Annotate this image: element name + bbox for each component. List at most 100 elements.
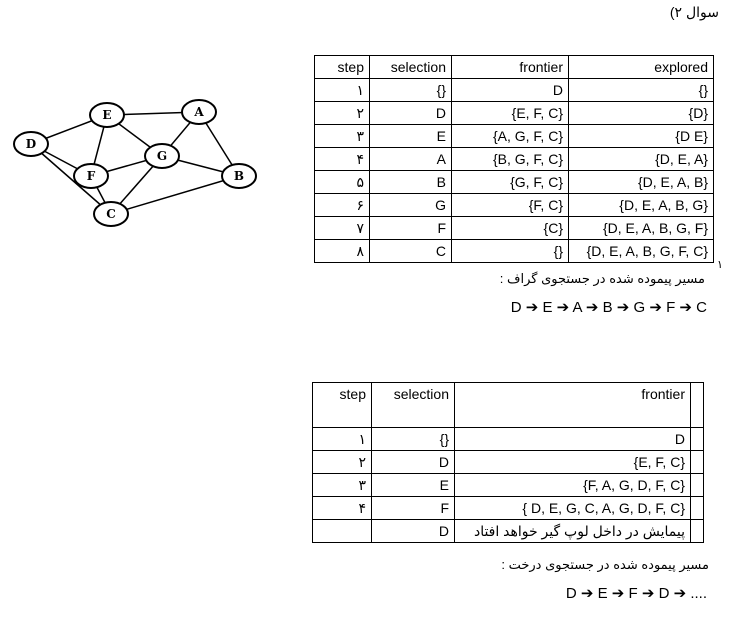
cell-loop-note: پیمایش در داخل لوپ گیر خواهد افتاد [454,519,691,543]
cell-explored: {} [568,78,714,102]
empty-column-cell [690,519,704,543]
cell-step [312,519,372,543]
table-header-row: step selection frontier explored [314,55,714,79]
cell-frontier: {E, F, C} [451,101,569,125]
header-step: step [314,55,370,79]
cell-explored: {D, E, A, B, G, F} [568,216,714,240]
table-row: ۱ {} D {} [314,78,714,102]
cell-frontier: {F, C} [451,193,569,217]
cell-selection: D [371,519,455,543]
cell-frontier: D [451,78,569,102]
tree-search-path: D ➔ E ➔ F ➔ D ➔ .... [565,585,707,602]
graph-search-caption: مسیر پیموده شده در جستجوی گراف : [499,271,705,286]
table-row: ۳ E {A, G, F, C} {D E} [314,124,714,148]
table-row: ۵ B {G, F, C} {D, E, A, B} [314,170,714,194]
cell-explored: {D, E, A} [568,147,714,171]
cell-step: ۲ [314,101,370,125]
node-a-circle [181,99,217,125]
cell-frontier: {F, A, G, D, F, C} [454,473,691,497]
node-label-d: D [26,137,36,151]
cell-selection: G [369,193,452,217]
graph-diagram: A B C D E F G [13,99,257,227]
question-heading: سوال ۲) [669,4,719,20]
header-frontier: frontier [451,55,569,79]
empty-column-cell [690,382,704,428]
node-label-g: G [157,149,167,163]
cell-step: ۳ [314,124,370,148]
graph-search-path: D ➔ E ➔ A ➔ B ➔ G ➔ F ➔ C [510,299,707,316]
cell-selection: E [369,124,452,148]
cell-selection: {} [371,427,455,451]
empty-column-cell [690,496,704,520]
cell-frontier: {G, F, C} [451,170,569,194]
table-header-row: step selection frontier [312,382,704,428]
table-row: ۴ F { D, E, G, C, A, G, D, F, C} [312,496,704,520]
node-e-circle [89,102,125,128]
header-selection: selection [369,55,452,79]
node-label-c: C [106,207,116,221]
cell-step: ۶ [314,193,370,217]
cell-frontier: {E, F, C} [454,450,691,474]
node-b-circle [221,163,257,189]
cell-selection: C [369,239,452,263]
table-row: ۷ F {C} {D, E, A, B, G, F} [314,216,714,240]
node-f-circle [73,163,109,189]
cell-selection: A [369,147,452,171]
table-row: ۸ C {} {D, E, A, B, G, F, C} [314,239,714,263]
node-label-e: E [102,108,111,122]
node-c-circle [93,201,129,227]
cell-selection: D [371,450,455,474]
tree-search-caption: مسیر پیموده شده در جستجوی درخت : [501,557,709,572]
cell-explored: {D, E, A, B, G} [568,193,714,217]
cell-step: ۱ [314,78,370,102]
empty-column-cell [690,450,704,474]
cell-selection: E [371,473,455,497]
cell-step: ۴ [312,496,372,520]
header-explored: explored [568,55,714,79]
cell-selection: B [369,170,452,194]
node-label-a: A [193,105,204,119]
cell-explored: {D E} [568,124,714,148]
header-frontier: frontier [454,382,691,428]
footnote-mark: ۱ [717,259,723,271]
cell-selection: F [371,496,455,520]
cell-selection: D [369,101,452,125]
cell-step: ۴ [314,147,370,171]
cell-step: ۲ [312,450,372,474]
table-row: ۲ D {E, F, C} [312,450,704,474]
cell-step: ۵ [314,170,370,194]
header-selection: selection [371,382,455,428]
cell-frontier: {A, G, F, C} [451,124,569,148]
cell-step: ۱ [312,427,372,451]
node-label-f: F [87,169,96,183]
table-row: ۳ E {F, A, G, D, F, C} [312,473,704,497]
cell-frontier: {B, G, F, C} [451,147,569,171]
empty-column-cell [690,473,704,497]
table-row: ۴ A {B, G, F, C} {D, E, A} [314,147,714,171]
cell-selection: F [369,216,452,240]
table-row: D پیمایش در داخل لوپ گیر خواهد افتاد [312,519,704,543]
cell-explored: {D, E, A, B} [568,170,714,194]
cell-frontier: {} [451,239,569,263]
tree-search-table: step selection frontier ۱ {} D ۲ D {E, F… [312,382,704,543]
node-g-circle [144,143,180,169]
cell-step: ۸ [314,239,370,263]
table-row: ۱ {} D [312,427,704,451]
node-label-b: B [234,169,244,183]
cell-selection: {} [369,78,452,102]
header-step: step [312,382,372,428]
cell-step: ۳ [312,473,372,497]
edge-d-c [30,143,112,215]
table-row: ۲ D {E, F, C} {D} [314,101,714,125]
cell-frontier: {C} [451,216,569,240]
cell-frontier: { D, E, G, C, A, G, D, F, C} [454,496,691,520]
node-d-circle [13,131,49,157]
empty-column-cell [690,427,704,451]
cell-explored: {D, E, A, B, G, F, C} [568,239,714,263]
graph-search-table: step selection frontier explored ۱ {} D … [314,55,714,263]
cell-explored: {D} [568,101,714,125]
table-row: ۶ G {F, C} {D, E, A, B, G} [314,193,714,217]
cell-step: ۷ [314,216,370,240]
edge-c-b [110,175,240,215]
cell-frontier: D [454,427,691,451]
